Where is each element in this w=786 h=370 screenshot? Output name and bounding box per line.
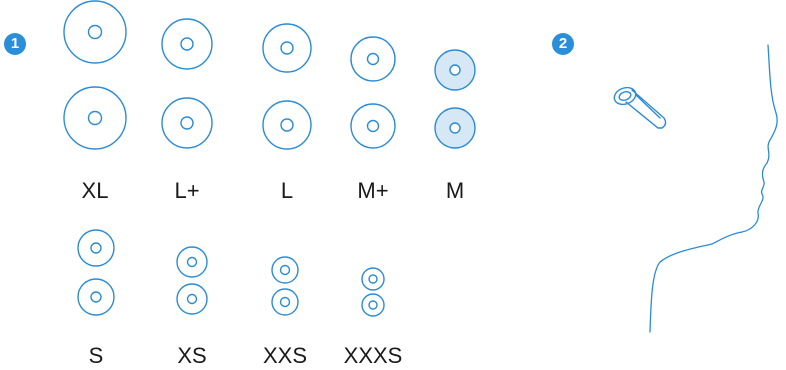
ear-tip-xxxs-top [361,267,385,291]
ear-tip-inner-hole [279,264,291,276]
ear-tip-outer-ring [262,23,312,73]
ear-tip-inner-hole [186,256,198,268]
ear-tip-inner-hole [449,64,461,76]
ear-tip-xs-bottom [176,283,208,315]
ear-tip-outer-ring [161,97,213,149]
ear-tip-xl-top [63,0,127,64]
ear-tip-inner-hole [180,37,194,51]
earbud-icon [613,86,667,129]
ear-tip-l-bottom [262,100,312,150]
size-label-xxxs: XXXS [343,343,403,368]
size-label-s: S [88,343,104,368]
ear-tip-inner-hole [449,122,461,134]
ear-tip-xxxs-bottom [361,293,385,317]
ear-tip-outer-ring [63,0,127,64]
ear-tip-xxs-top [271,256,299,284]
face-profile-icon [649,44,778,333]
ear-tip-s-bottom [77,278,115,316]
ear-tip-inner-hole [280,118,294,132]
ear-tip-m-plus-bottom [350,103,396,149]
step-1-badge: 1 [4,33,26,55]
ear-tip-outer-ring [271,288,299,316]
ear-tip-inner-hole [87,24,103,40]
ear-tip-outer-ring [350,103,396,149]
ear-tip-m-bottom [434,107,476,149]
ear-tip-inner-hole [87,110,103,126]
size-label-xs: XS [177,343,207,368]
ear-tip-m-top [434,49,476,91]
ear-tip-outer-ring [262,100,312,150]
ear-tip-outer-ring [350,36,396,82]
ear-tip-xl-bottom [63,86,127,150]
size-label-l-plus: L+ [174,178,200,203]
ear-tip-inner-hole [279,296,291,308]
ear-tip-inner-hole [366,119,380,133]
ear-tip-l-top [262,23,312,73]
ear-tip-inner-hole [280,41,294,55]
ear-tip-inner-hole [368,300,378,310]
ear-tip-s-top [77,229,115,267]
ear-tip-xs-top [176,246,208,278]
ear-tip-inner-hole [368,274,378,284]
ear-tip-inner-hole [186,293,198,305]
ear-tip-outer-ring [361,267,385,291]
size-label-m: M [445,178,465,203]
ear-tip-l-plus-top [161,18,213,70]
ear-tip-outer-ring [77,229,115,267]
ear-tip-inner-hole [366,52,380,66]
size-label-l: L [280,178,294,203]
ear-tip-outer-ring [176,283,208,315]
step-2-badge: 2 [552,33,574,55]
ear-tip-xxs-bottom [271,288,299,316]
ear-tip-inner-hole [90,291,102,303]
ear-tip-outer-ring [271,256,299,284]
ear-tip-outer-ring [361,293,385,317]
ear-tip-inner-hole [180,116,194,130]
ear-tip-outer-ring [77,278,115,316]
ear-tip-outer-ring [63,86,127,150]
ear-tip-l-plus-bottom [161,97,213,149]
size-label-xxs: XXS [262,343,308,368]
size-label-xl: XL [81,178,109,203]
ear-tip-inner-hole [90,242,102,254]
ear-tip-outer-ring [161,18,213,70]
ear-tip-m-plus-top [350,36,396,82]
ear-tip-outer-ring [176,246,208,278]
size-label-m-plus: M+ [357,178,389,203]
